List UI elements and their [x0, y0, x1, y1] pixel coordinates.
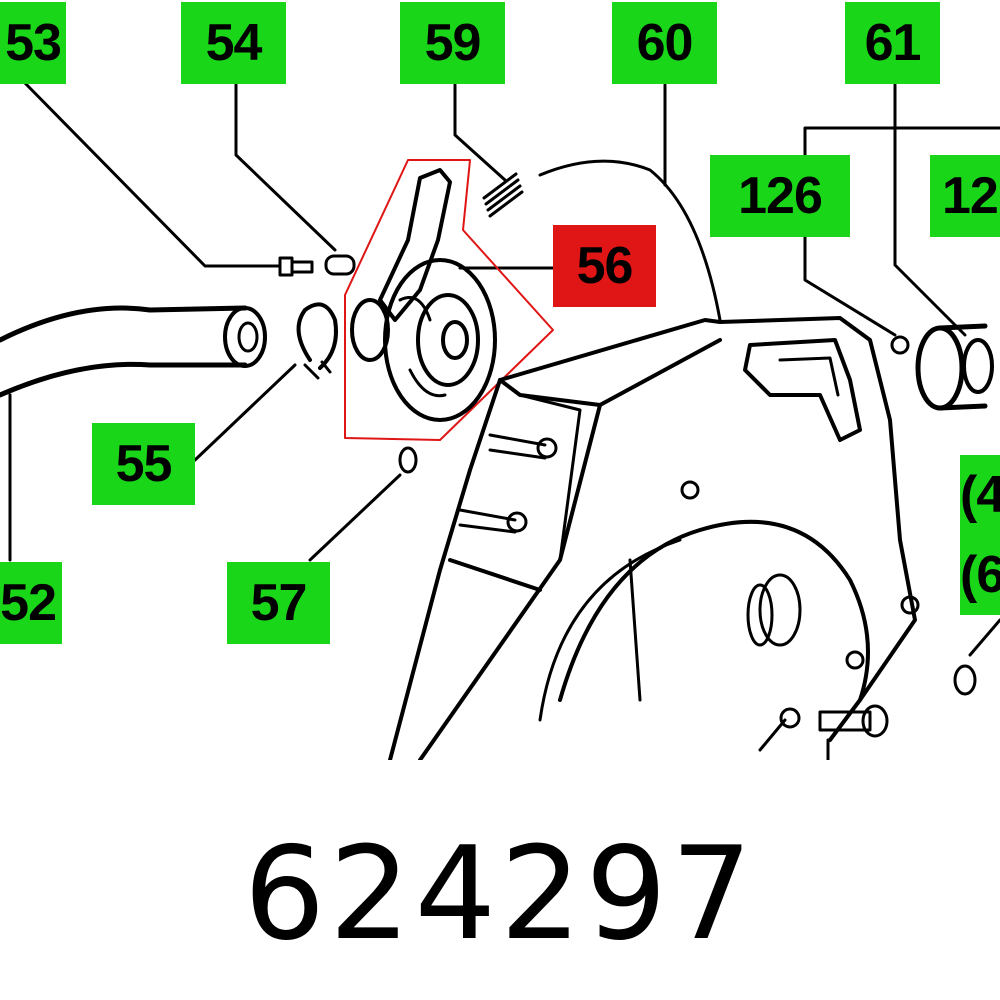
leader-59: [453, 83, 507, 182]
leader-54: [234, 83, 337, 252]
pin-57: [398, 446, 418, 474]
washer-126: [890, 335, 910, 355]
circlip-part: [296, 302, 338, 370]
callout-12x: 12: [930, 155, 1000, 237]
callout-55: 55: [92, 423, 195, 505]
leader-right: [968, 618, 1000, 657]
callout-57: 57: [227, 562, 330, 644]
callout-56-highlighted: 56: [553, 225, 656, 307]
leader-55: [193, 363, 297, 462]
callout-60: 60: [612, 2, 717, 84]
callout-53: 53: [0, 2, 66, 84]
callout-4x: (4: [960, 455, 1000, 535]
part-number-label: 624297: [243, 820, 757, 969]
bushing-61: [915, 325, 965, 411]
leader-126-bracket: [803, 126, 1000, 157]
leader-53: [20, 78, 282, 268]
tube-part: [0, 305, 248, 398]
leader-57: [308, 473, 402, 562]
lever-56: [378, 168, 452, 322]
callout-61: 61: [845, 2, 940, 84]
callout-126: 126: [710, 155, 850, 237]
callout-59: 59: [400, 2, 505, 84]
screw-53: [278, 256, 314, 277]
screw-bottom: [818, 710, 872, 732]
diagram-drawing: [0, 78, 1000, 760]
callout-52: 52: [0, 562, 62, 644]
leader-126: [803, 235, 897, 337]
guard-housing: [538, 159, 722, 322]
callout-54: 54: [181, 2, 286, 84]
sleeve-54: [324, 254, 356, 276]
callout-6x: (6: [960, 535, 1000, 615]
leader-61: [893, 83, 967, 337]
exploded-parts-diagram: 53 54 59 60 61 126 12 56 55 52 57 (4 (6: [0, 2, 1000, 760]
leader-bottom-1: [758, 718, 787, 752]
spring-59: [482, 172, 524, 218]
